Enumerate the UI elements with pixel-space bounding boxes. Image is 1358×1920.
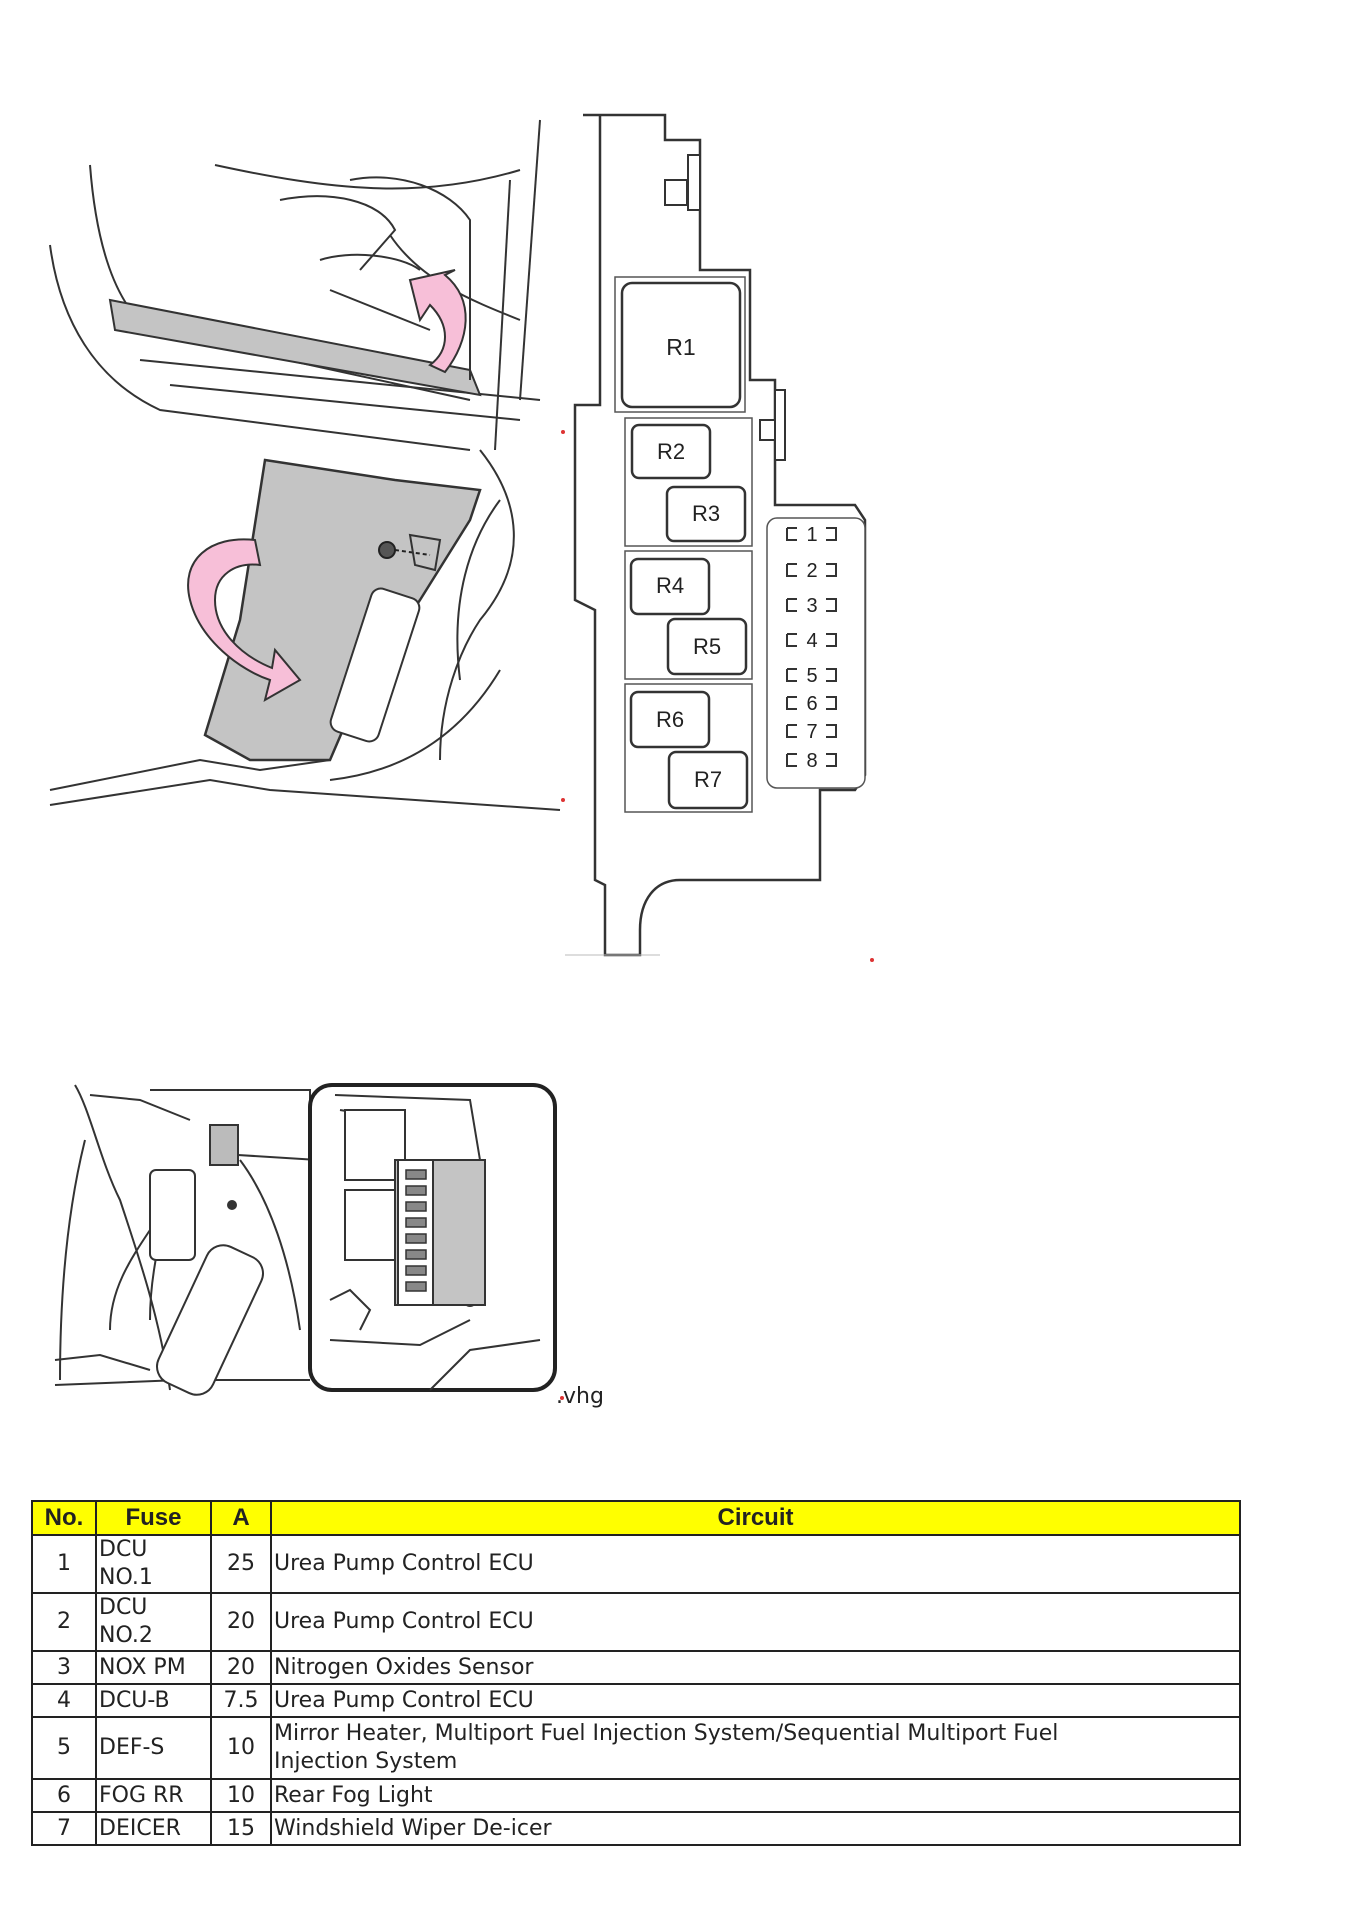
cell-no: 2 [31,1592,97,1652]
table-header-row: No. Fuse A Circuit [31,1500,1241,1536]
col-header-circuit: Circuit [270,1500,1241,1536]
svg-text:R4: R4 [656,573,684,598]
cell-fuse: DCU NO.2 [95,1592,212,1652]
cell-amp: 15 [210,1811,272,1846]
table-row: 2 DCU NO.2 20 Urea Pump Control ECU [31,1592,1241,1652]
table-row: 6 FOG RR 10 Rear Fog Light [31,1778,1241,1813]
cell-no: 7 [31,1811,97,1846]
relay-r2 [630,423,712,480]
figure-caption: .vhg [556,1384,604,1409]
relay-r1 [620,281,742,409]
cell-fuse: FOG RR [95,1778,212,1813]
table-row: 5 DEF-S 10 Mirror Heater, Multiport Fuel… [31,1716,1241,1780]
cell-circuit: Nitrogen Oxides Sensor [270,1650,1241,1685]
svg-text:R2: R2 [657,439,685,464]
cell-fuse: DCU-B [95,1683,212,1718]
cell-circuit: Rear Fog Light [270,1778,1241,1813]
cell-fuse: DCU NO.1 [95,1534,212,1594]
interior-linework [49,119,561,811]
zoom-inset [308,1083,557,1392]
interior-linework-bottom [54,1084,311,1396]
cell-circuit: Windshield Wiper De-icer [270,1811,1241,1846]
table-row: 1 DCU NO.1 25 Urea Pump Control ECU [31,1534,1241,1594]
arrow-lift-icon [408,269,467,374]
cell-circuit: Mirror Heater, Multiport Fuel Injection … [270,1716,1241,1780]
relay-r6 [629,690,711,749]
cell-fuse: DEF-S [95,1716,212,1780]
table-row: 7 DEICER 15 Windshield Wiper De-icer [31,1811,1241,1846]
cell-no: 5 [31,1716,97,1780]
svg-text:R7: R7 [694,767,722,792]
cell-no: 6 [31,1778,97,1813]
fuse-slot-label: 3 [806,595,817,617]
relay-block-location-diagram [54,1083,564,1400]
fuse-strip [766,517,866,789]
svg-text:R5: R5 [693,634,721,659]
svg-text:R1: R1 [666,334,695,360]
cell-amp: 7.5 [210,1683,272,1718]
svg-text:R3: R3 [692,501,720,526]
fuse-slot-label: 7 [806,721,817,743]
cell-amp: 20 [210,1650,272,1685]
relay-r4 [629,557,711,616]
cell-circuit: Urea Pump Control ECU [270,1683,1241,1718]
cell-no: 3 [31,1650,97,1685]
cell-amp: 10 [210,1716,272,1780]
fuse-slot-label: 5 [806,665,817,687]
cell-amp: 25 [210,1534,272,1594]
fuse-slot-label: 6 [806,693,817,715]
arrow-rotate-icon [187,538,302,703]
fuse-slot-label: 2 [806,560,817,582]
fuse-slots [786,527,837,767]
fuse-slot-label: 8 [806,750,817,772]
col-header-amp: A [210,1500,272,1536]
fuse-slot-label: 1 [806,524,817,546]
relay-block: R1 R2 R3 R4 R5 R6 R7 1 [573,113,867,957]
cell-circuit: Urea Pump Control ECU [270,1592,1241,1652]
cell-amp: 20 [210,1592,272,1652]
relay-r5 [666,617,748,676]
cell-circuit: Urea Pump Control ECU [270,1534,1241,1594]
fuse-box-location-diagram: R1 R2 R3 R4 R5 R6 R7 1 [49,113,867,957]
fuse-slot-label: 4 [806,630,817,652]
cell-no: 1 [31,1534,97,1594]
floor-mat [108,298,482,397]
table-row: 4 DCU-B 7.5 Urea Pump Control ECU [31,1683,1241,1718]
relay-r3 [665,485,747,543]
cell-fuse: DEICER [95,1811,212,1846]
fuse-table: No. Fuse A Circuit 1 DCU NO.1 25 Urea Pu… [31,1500,1241,1846]
cell-amp: 10 [210,1778,272,1813]
cell-no: 4 [31,1683,97,1718]
cell-fuse: NOX PM [95,1650,212,1685]
col-header-no: No. [31,1500,97,1536]
col-header-fuse: Fuse [95,1500,212,1536]
seat-side [319,176,471,380]
relay-r7 [667,750,749,810]
stray-marks [561,430,874,962]
table-row: 3 NOX PM 20 Nitrogen Oxides Sensor [31,1650,1241,1685]
svg-text:R6: R6 [656,707,684,732]
